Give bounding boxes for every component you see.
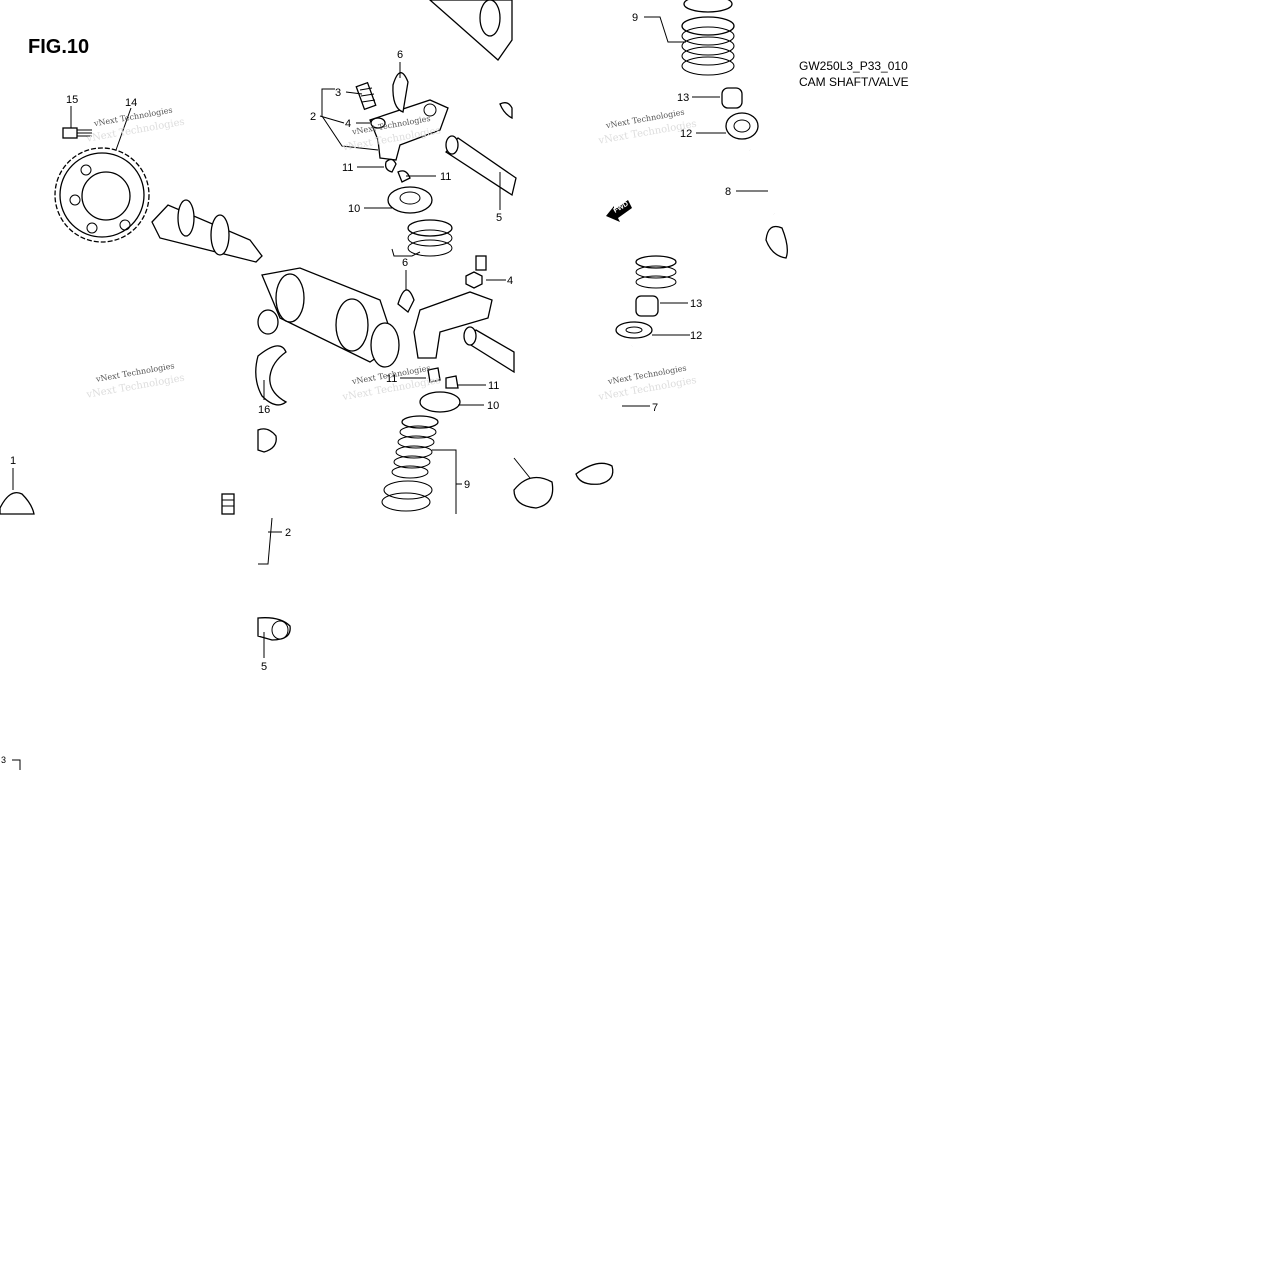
adjust-screw-upper [355,81,377,111]
spring-seat-upper [725,112,759,140]
exhaust-valve-head [513,457,554,509]
valve-spring-middle-right [635,255,677,289]
rocker-shaft-upper [445,135,517,197]
label-valve-8: 8 [725,186,731,198]
shaft-end-fragment [257,617,291,641]
cam-sprocket [54,147,150,243]
spring-seat-lower [615,321,653,339]
valve-spring-upper-left [407,219,453,257]
label-rocker-arm-2-b: 2 [285,527,291,539]
oil-jet-upper [392,72,409,113]
camshaft-upper [151,199,263,263]
label-screw-3: 3 [335,87,341,99]
label-seat-12-b: 12 [690,330,702,342]
label-cotter-11-a: 11 [342,162,353,174]
label-rocker-arm-2: 2 [310,111,316,123]
label-oil-jet-6-b: 6 [402,257,408,269]
rocker-arm-upper [369,99,449,161]
intake-valve [575,345,634,485]
exhaust-valve [748,149,788,259]
label-head-1: 1 [10,455,16,467]
stud-bolt-fragment [221,493,235,515]
label-cotter-11-b: 11 [440,171,451,183]
label-cotter-11-c: 11 [386,373,397,385]
spring-retainer-upper [387,186,433,214]
label-seal-13-a: 13 [677,92,689,104]
label-nut-4-b: 4 [507,275,513,287]
adjust-screw-lower [475,255,487,271]
figure-title: FIG.10 [28,36,90,58]
label-shaft-5-b: 5 [261,661,267,673]
label-bolt-15: 15 [66,94,78,106]
label-spring-9-a: 9 [632,12,638,24]
camshaft-lower [257,267,400,368]
part-labels: 15 14 6 3 2 4 11 11 10 5 9 13 12 8 6 4 1… [1,12,731,765]
label-oil-jet-6: 6 [397,49,403,61]
valve-stem-seal-lower [635,295,659,317]
figure-code: GW250L3_P33_010 [799,59,908,73]
label-seal-16: 16 [258,404,270,416]
label-nut-4: 4 [345,118,351,130]
lock-nut-lower [465,271,483,289]
forward-direction-arrow: FWD [606,200,632,222]
half-ring-seal [255,345,288,406]
bearing-fragment [257,428,277,453]
label-valve-7: 7 [652,402,658,414]
camshaft-fragment [429,0,513,120]
label-screw-3-b: 3 [1,755,6,765]
label-retainer-10: 10 [348,203,360,215]
lock-nut-upper [370,117,386,129]
spring-retainer-lower [419,391,461,413]
leader-lines [12,16,768,770]
valve-spring-lower-left [381,415,439,512]
label-spring-9-b: 9 [464,479,470,491]
rocker-shaft-lower [463,326,515,374]
sprocket-bolt [62,127,92,139]
valve-spring-upper-right [681,0,735,76]
label-seat-12-a: 12 [680,128,692,140]
cylinder-head-fragment [0,491,35,515]
label-cotter-11-d: 11 [488,380,499,392]
label-shaft-5: 5 [496,212,502,224]
label-sprocket-14: 14 [125,97,137,109]
label-seal-13-b: 13 [690,298,702,310]
valve-cotters-upper [384,158,411,183]
oil-jet-lower [397,289,415,314]
valve-stem-seal-upper [721,87,743,109]
rocker-arm-lower [413,291,493,359]
valve-cotters-lower [427,367,459,389]
label-retainer-10-b: 10 [487,400,499,412]
figure-name: CAM SHAFT/VALVE [799,75,909,89]
